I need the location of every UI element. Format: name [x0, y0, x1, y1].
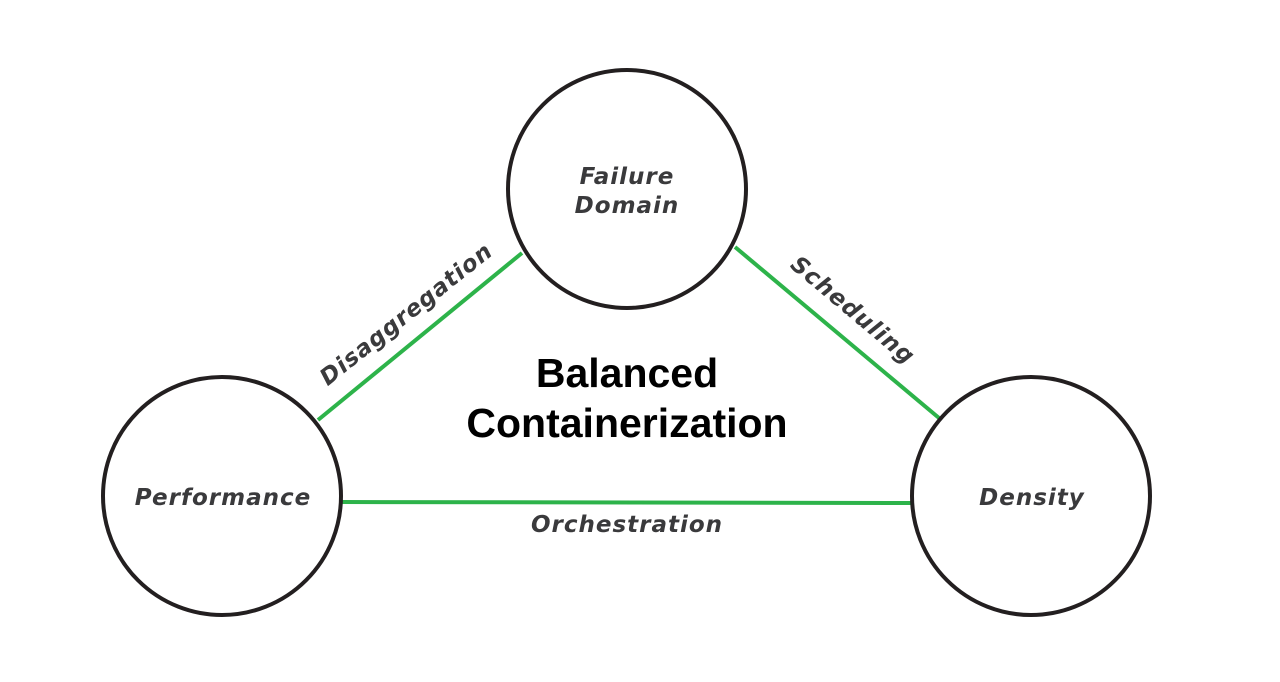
center-title-line1: Balanced [536, 350, 718, 396]
node-density-label: Density [979, 485, 1085, 511]
node-performance-label: Performance [135, 485, 311, 511]
edge-orchestration-label: Orchestration [531, 512, 723, 538]
center-title-line2: Containerization [466, 400, 787, 446]
edge-scheduling [733, 245, 941, 420]
edge-orchestration [341, 500, 913, 505]
edge-disaggregation [316, 251, 524, 422]
node-performance-circle [101, 375, 343, 617]
node-density-circle [910, 375, 1152, 617]
node-failure-domain-label-line2: Domain [575, 193, 680, 219]
node-failure-domain-label-line1: Failure [580, 164, 675, 190]
edge-disaggregation-label: Disaggregation [315, 238, 498, 391]
node-failure-domain-circle [506, 68, 748, 310]
edge-scheduling-label: Scheduling [785, 251, 919, 370]
